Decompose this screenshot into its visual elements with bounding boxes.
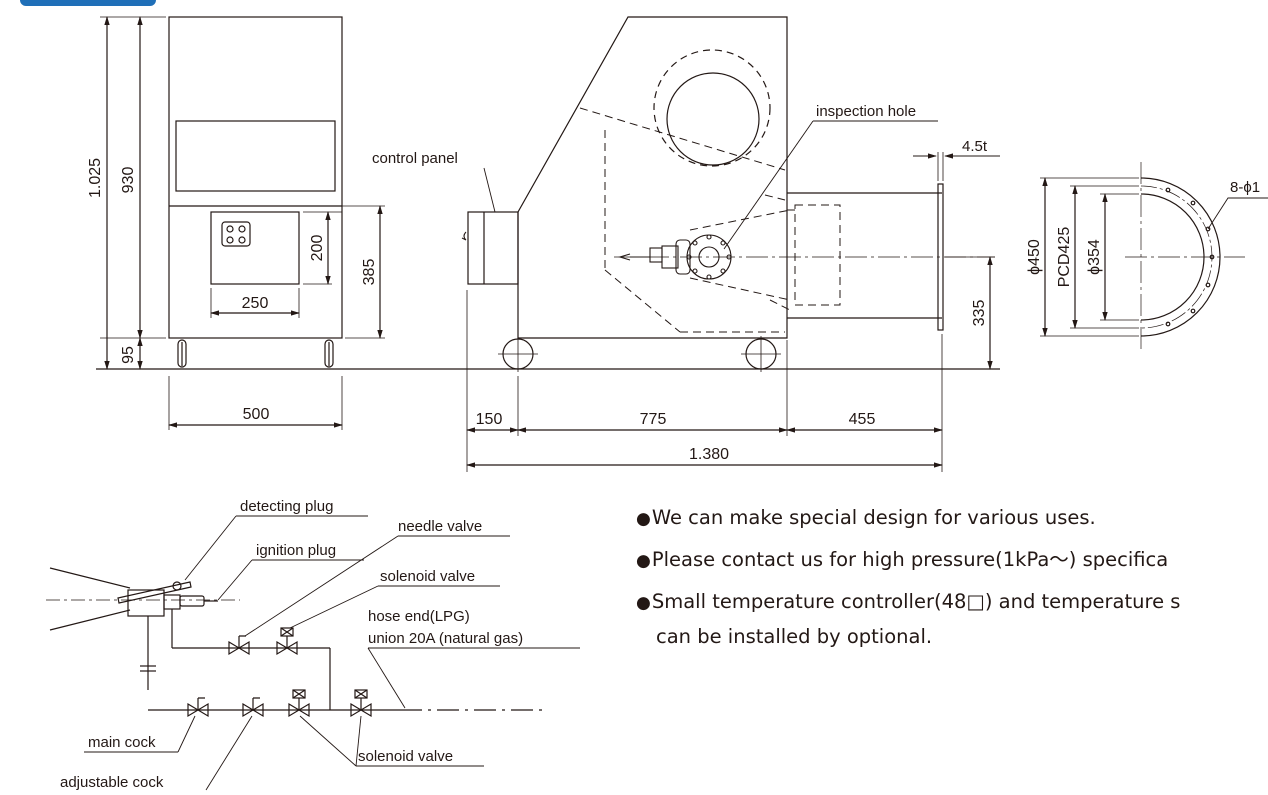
solenoid-valve-top-symbol <box>276 636 298 656</box>
fan-outlet <box>666 72 760 166</box>
main-cock-label: main cock <box>88 734 156 751</box>
detecting-plug-label: detecting plug <box>240 498 333 515</box>
dim-1380-label: 1.380 <box>689 446 729 463</box>
dim-4-5t-label: 4.5t <box>962 138 988 155</box>
main-cock-symbol <box>187 697 209 718</box>
union-label: union 20A (natural gas) <box>368 630 523 647</box>
side-view <box>461 16 1000 472</box>
detecting-plug <box>117 581 192 604</box>
fan-housing <box>653 49 771 167</box>
solenoid-valve-top-label: solenoid valve <box>380 568 475 585</box>
dim-455-label: 455 <box>849 411 876 428</box>
solenoid-valve-bottom-2-symbol <box>350 698 372 718</box>
dim-150-label: 150 <box>476 411 503 428</box>
dim-335-label: 335 <box>971 300 988 327</box>
needle-valve-label: needle valve <box>398 518 482 535</box>
side-body <box>517 16 788 339</box>
dim-930-label: 930 <box>120 167 137 194</box>
dim-775-label: 775 <box>640 411 667 428</box>
header-tab <box>20 0 156 6</box>
flange-view <box>1040 162 1268 350</box>
note-3-text: Small temperature controller(48□) and te… <box>651 590 1181 613</box>
solenoid-valve-bottom-label: solenoid valve <box>358 748 453 765</box>
dim-500-label: 500 <box>243 406 270 423</box>
needle-valve-symbol <box>228 635 250 656</box>
ignition-plug <box>179 595 205 607</box>
note-4-text: can be installed by optional. <box>656 625 933 648</box>
note-3-continued: can be installed by optional. <box>656 627 932 647</box>
front-window <box>175 120 336 192</box>
front-cabinet <box>168 16 343 339</box>
note-2-text: Please contact us for high pressure(1kPa… <box>651 548 1169 571</box>
dim-200-label: 200 <box>309 235 326 262</box>
side-control-panel <box>467 211 519 285</box>
dim-pcd425-label: PCD425 <box>1056 227 1073 288</box>
dim-250-label: 250 <box>242 295 269 312</box>
hose-end-label: hose end(LPG) <box>368 608 470 625</box>
note-1: ●We can make special design for various … <box>636 508 1096 528</box>
adjustable-cock-label: adjustable cock <box>60 774 164 791</box>
dim-354-label: ϕ354 <box>1086 239 1103 275</box>
control-panel-label: control panel <box>372 150 458 167</box>
ignition-plug-label: ignition plug <box>256 542 336 559</box>
bullet-icon: ● <box>636 509 651 529</box>
bullet-icon: ● <box>636 551 651 571</box>
dim-385-label: 385 <box>361 259 378 286</box>
solenoid-valve-bottom-1-symbol <box>288 698 310 718</box>
adjustable-cock-symbol <box>242 697 264 718</box>
note-3: ●Small temperature controller(48□) and t… <box>636 592 1180 612</box>
piping-diagram <box>46 515 580 791</box>
front-control-box <box>210 211 300 285</box>
dim-1025-label: 1.025 <box>87 158 104 198</box>
inspection-hole-label: inspection hole <box>816 103 916 120</box>
bullet-icon: ● <box>636 593 651 613</box>
front-view <box>100 16 385 430</box>
front-leg-right <box>324 339 334 368</box>
note-1-text: We can make special design for various u… <box>651 506 1096 529</box>
dim-95-label: 95 <box>120 346 137 364</box>
note-2: ●Please contact us for high pressure(1kP… <box>636 550 1168 570</box>
dim-450-label: ϕ450 <box>1026 239 1043 275</box>
bolt-holes-label: 8-ϕ1 <box>1230 179 1260 196</box>
front-leg-left <box>177 339 187 368</box>
switch-icon <box>221 221 251 247</box>
